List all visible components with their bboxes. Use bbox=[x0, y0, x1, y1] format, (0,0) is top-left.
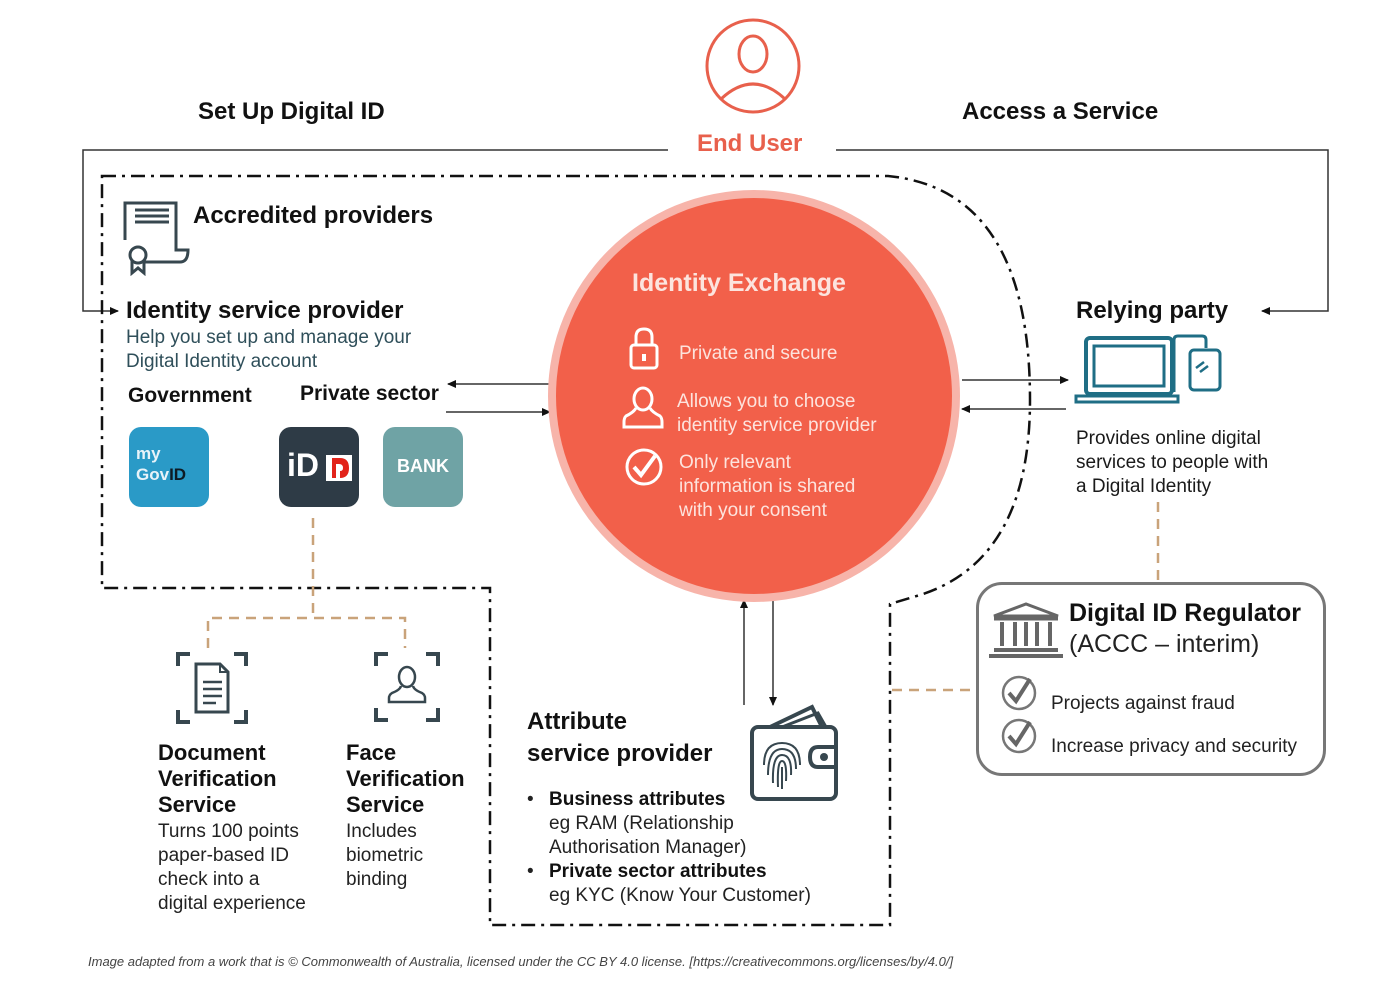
face-verification-desc: Includes biometric binding bbox=[346, 820, 423, 892]
rp-desc-line: a Digital Identity bbox=[1076, 476, 1212, 497]
mygovid-gov-text: Gov bbox=[136, 465, 170, 484]
check-circle-icon bbox=[1000, 673, 1040, 718]
check-circle-icon bbox=[624, 447, 664, 492]
face-desc-line: Includes bbox=[346, 821, 417, 842]
doc-desc-line: check into a bbox=[158, 869, 260, 890]
identity-exchange-circle bbox=[556, 198, 952, 594]
exchange-item-line: Only relevant bbox=[679, 452, 791, 473]
isp-description: Help you set up and manage your Digital … bbox=[126, 326, 411, 374]
identity-exchange-title: Identity Exchange bbox=[632, 269, 846, 297]
attribution-footer: Image adapted from a work that is © Comm… bbox=[88, 954, 954, 969]
attr-title-line: Attribute bbox=[527, 708, 627, 735]
relying-party-description: Provides online digital services to peop… bbox=[1076, 427, 1268, 499]
exchange-item-line: identity service provider bbox=[677, 415, 877, 436]
attr-bullet-head: Business attributes bbox=[549, 789, 726, 810]
face-desc-line: binding bbox=[346, 869, 408, 890]
exchange-item-consent: Only relevant information is shared with… bbox=[679, 451, 855, 523]
exchange-item-line: Allows you to choose bbox=[677, 391, 856, 412]
doc-desc-line: digital experience bbox=[158, 893, 306, 914]
regulator-title: Digital ID Regulator bbox=[1069, 599, 1301, 627]
face-desc-line: biometric bbox=[346, 845, 424, 866]
post-id-text: iD bbox=[287, 447, 319, 483]
devices-icon bbox=[1074, 334, 1224, 411]
attr-bullet-head: Private sector attributes bbox=[549, 861, 767, 882]
attr-bullet-business: • Business attributes eg RAM (Relationsh… bbox=[527, 788, 811, 860]
face-title-line: Service bbox=[346, 792, 425, 817]
doc-title-line: Document bbox=[158, 740, 266, 765]
attr-bullet-body: eg KYC (Know Your Customer) bbox=[549, 885, 811, 906]
face-title-line: Verification bbox=[346, 766, 465, 791]
bank-text: BANK bbox=[397, 456, 449, 476]
bank-tile[interactable]: BANK bbox=[383, 427, 463, 507]
doc-verification-desc: Turns 100 points paper-based ID check in… bbox=[158, 820, 306, 916]
user-icon bbox=[622, 386, 664, 435]
end-user-label: End User bbox=[697, 130, 803, 157]
accredited-providers-title: Accredited providers bbox=[193, 202, 434, 229]
setup-flow-line bbox=[82, 149, 668, 315]
regulator-subtitle: (ACCC – interim) bbox=[1069, 630, 1260, 658]
access-flow-line bbox=[836, 149, 1329, 315]
set-up-digital-id-heading: Set Up Digital ID bbox=[198, 98, 385, 125]
lock-icon bbox=[628, 327, 660, 376]
document-scan-icon bbox=[176, 652, 248, 729]
attr-bullet-body: Authorisation Manager) bbox=[549, 837, 747, 858]
rp-desc-line: Provides online digital bbox=[1076, 428, 1261, 449]
exchange-item-line: Private and secure bbox=[679, 343, 838, 364]
attr-bullet-private: • Private sector attributes eg KYC (Know… bbox=[527, 861, 811, 906]
australia-post-logo-icon bbox=[326, 455, 352, 481]
mygovid-id-text: ID bbox=[169, 465, 187, 484]
face-scan-icon bbox=[374, 652, 440, 727]
access-service-heading: Access a Service bbox=[962, 98, 1159, 125]
check-circle-icon bbox=[1000, 716, 1040, 761]
certificate-icon bbox=[122, 200, 192, 281]
attr-title-line: service provider bbox=[527, 740, 713, 767]
isp-desc-line: Help you set up and manage your bbox=[126, 327, 412, 348]
wallet-fingerprint-icon bbox=[748, 703, 848, 808]
government-label: Government bbox=[128, 384, 252, 407]
private-sector-label: Private sector bbox=[300, 382, 439, 405]
australia-post-id-tile[interactable]: iD bbox=[279, 427, 359, 507]
isp-title: Identity service provider bbox=[126, 297, 404, 324]
exchange-item-line: with your consent bbox=[679, 500, 827, 521]
exchange-item-line: information is shared bbox=[679, 476, 856, 497]
doc-title-line: Verification bbox=[158, 766, 277, 791]
doc-title-line: Service bbox=[158, 792, 237, 817]
face-title-line: Face bbox=[346, 740, 397, 765]
verification-connector bbox=[206, 518, 407, 648]
government-building-icon bbox=[988, 602, 1064, 665]
exchange-item-choose: Allows you to choose identity service pr… bbox=[677, 390, 877, 438]
end-user-icon bbox=[703, 14, 803, 123]
attribute-provider-title: Attribute service provider bbox=[527, 706, 712, 770]
regulator-item-privacy: Increase privacy and security bbox=[1051, 736, 1298, 757]
attr-bullet-body: eg RAM (Relationship bbox=[549, 813, 734, 834]
rp-desc-line: services to people with bbox=[1076, 452, 1269, 473]
relying-party-title: Relying party bbox=[1076, 297, 1229, 324]
mygovid-tile[interactable]: my GovID bbox=[129, 427, 209, 507]
doc-desc-line: Turns 100 points bbox=[158, 821, 299, 842]
regulator-box bbox=[976, 582, 1326, 776]
doc-desc-line: paper-based ID bbox=[158, 845, 289, 866]
mygovid-my-text: my bbox=[136, 444, 161, 463]
attribute-bullets: • Business attributes eg RAM (Relationsh… bbox=[527, 788, 811, 908]
face-verification-title: Face Verification Service bbox=[346, 740, 465, 818]
regulator-item-fraud: Projects against fraud bbox=[1051, 693, 1235, 714]
doc-verification-title: Document Verification Service bbox=[158, 740, 277, 818]
isp-desc-line: Digital Identity account bbox=[126, 351, 318, 372]
exchange-item-private: Private and secure bbox=[679, 342, 837, 366]
accredited-boundary bbox=[100, 174, 1032, 927]
